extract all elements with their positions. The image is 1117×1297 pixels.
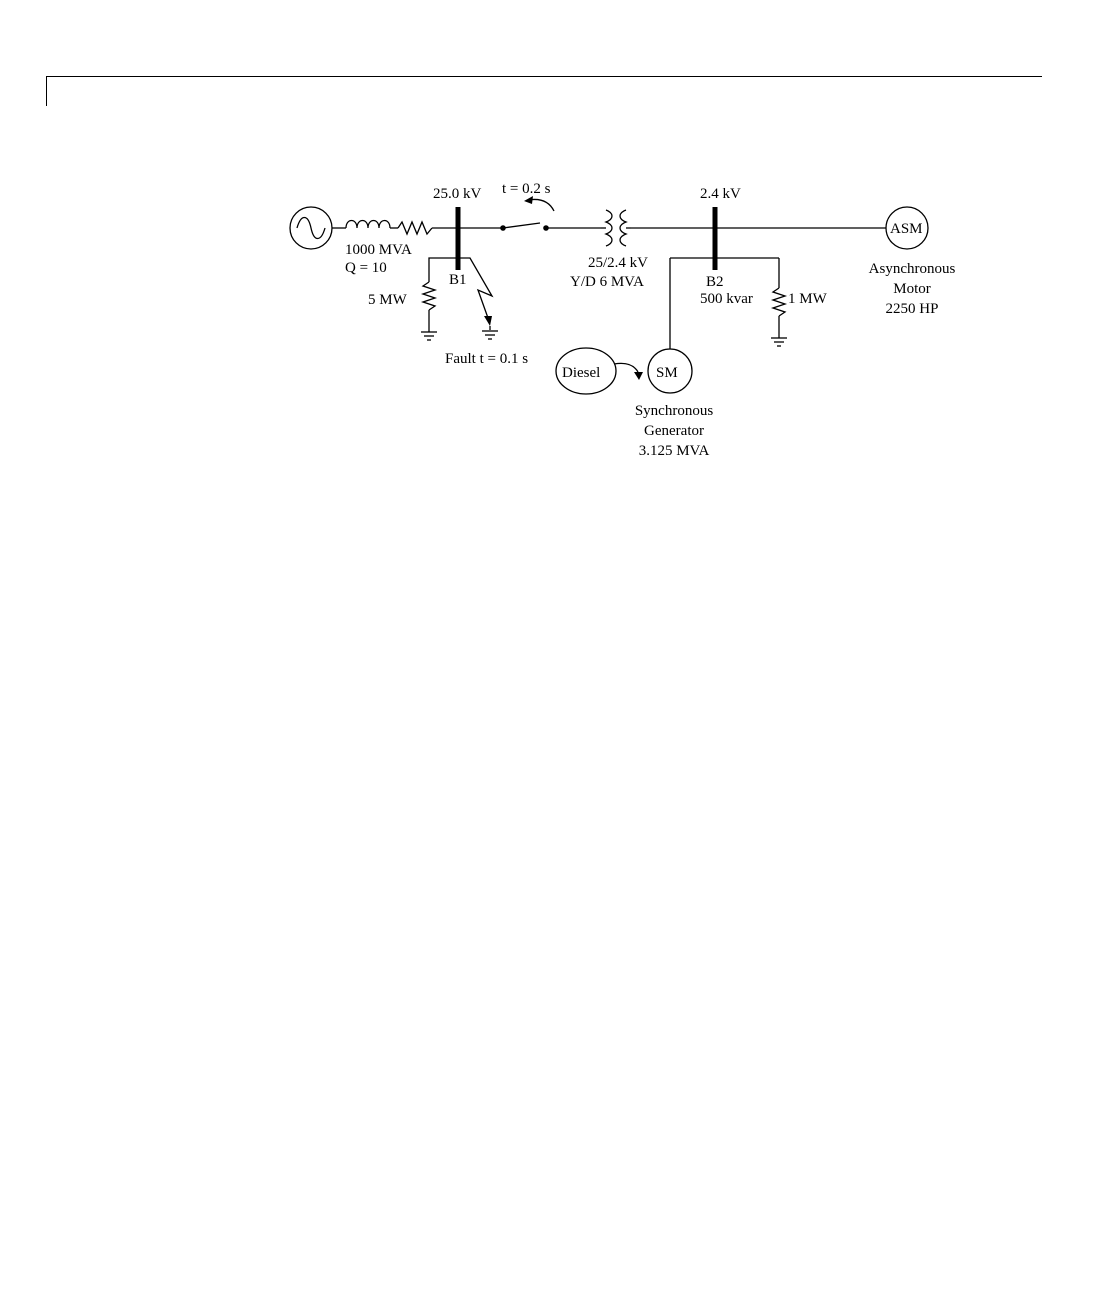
sm-symbol-label: SM <box>656 365 678 381</box>
fault-arrow-icon <box>484 316 492 326</box>
ac-source-icon <box>290 207 332 249</box>
sm-description-line1: Synchronous <box>635 403 713 419</box>
load1-label: 5 MW <box>368 292 408 308</box>
bus1-voltage-label: 25.0 kV <box>433 186 482 202</box>
fault-label: Fault t = 0.1 s <box>445 351 528 367</box>
source-inductor-icon <box>346 221 390 229</box>
diesel-label: Diesel <box>562 365 600 381</box>
load1-resistor-icon <box>423 282 435 310</box>
sm-description-line3: 3.125 MVA <box>639 443 710 459</box>
breaker-switch-icon <box>500 196 554 231</box>
load1-ground-icon <box>421 332 437 340</box>
transformer-icon <box>601 210 631 246</box>
load2-resistor-icon <box>773 288 785 316</box>
bus1-name-label: B1 <box>449 272 467 288</box>
asm-description-line3: 2250 HP <box>886 301 939 317</box>
bus2-voltage-label: 2.4 kV <box>700 186 741 202</box>
transformer-ratio-label: 25/2.4 kV <box>588 255 648 271</box>
source-resistor-icon <box>398 222 432 234</box>
fault-ground-icon <box>482 331 498 339</box>
source-rating-label: 1000 MVA <box>345 242 412 258</box>
capacitor-label: 500 kvar <box>700 291 753 307</box>
load2-ground-icon <box>771 338 787 346</box>
asm-symbol-label: ASM <box>890 221 923 237</box>
load2-label: 1 MW <box>788 291 828 307</box>
diesel-to-sm-arrow-icon <box>614 363 643 380</box>
asm-description-line2: Motor <box>893 281 931 297</box>
transformer-rating-label: Y/D 6 MVA <box>570 274 644 290</box>
breaker-time-label: t = 0.2 s <box>502 181 551 197</box>
source-q-label: Q = 10 <box>345 260 387 276</box>
sm-description-line2: Generator <box>644 423 704 439</box>
asm-description-line1: Asynchronous <box>869 261 956 277</box>
fault-branch-wire <box>458 258 492 318</box>
bus2-name-label: B2 <box>706 274 724 290</box>
